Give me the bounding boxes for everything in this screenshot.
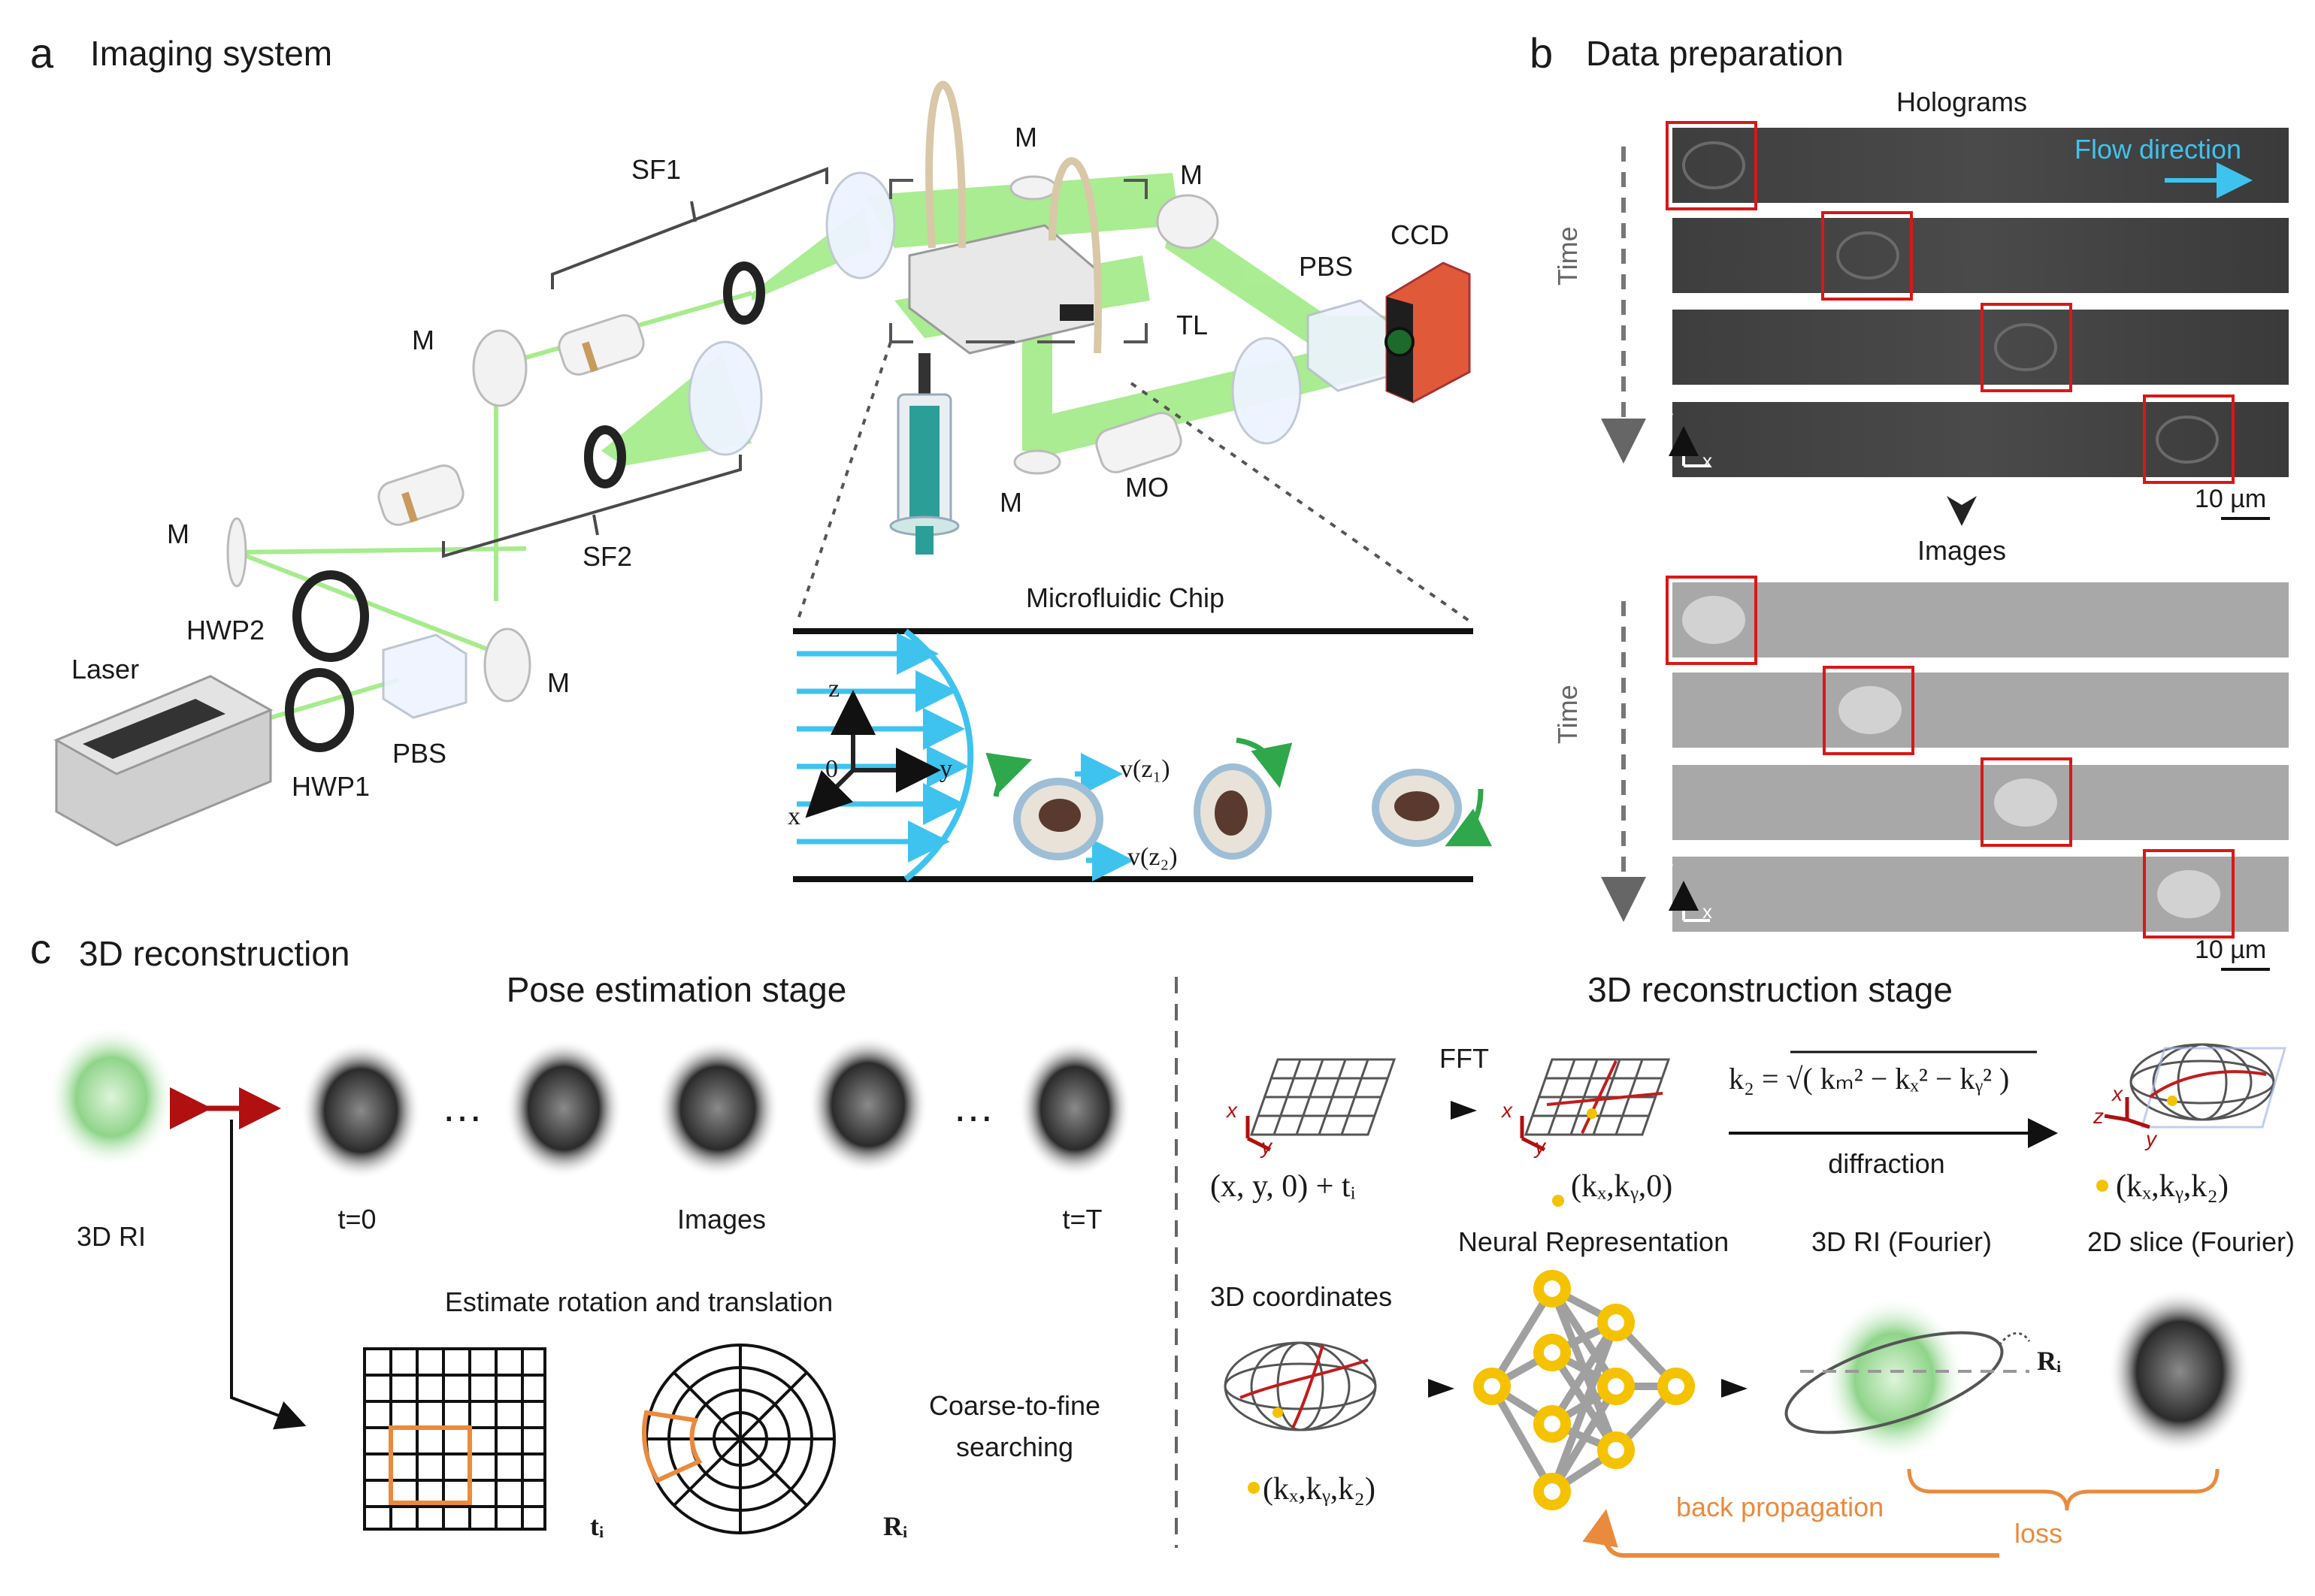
label-tl: TL — [1176, 310, 1209, 340]
holograms-title: Holograms — [1896, 86, 2028, 117]
label-sf1: SF1 — [631, 154, 682, 185]
chip-axis-z: z — [828, 675, 840, 703]
panel-a-title: Imaging system — [90, 34, 333, 73]
grid3-axis-z: z — [2093, 1105, 2104, 1128]
network-node — [1473, 1270, 1695, 1510]
recon-fft-label: FFT — [1439, 1043, 1489, 1074]
recon-kz-equation: k₂ = √( kₘ² − kₓ² − kᵧ² ) — [1729, 1062, 2010, 1096]
label-mirror-5: M — [547, 667, 570, 698]
chip-velocity-2: v(z₂) — [1127, 843, 1178, 871]
panel-c-letter: c — [30, 925, 51, 972]
image-axis-x: x — [1702, 900, 1712, 923]
chip-axis-y: y — [940, 755, 952, 783]
label-ccd: CCD — [1391, 219, 1449, 250]
recon-kxky0-label: (kₓ,kᵧ,0) — [1571, 1169, 1673, 1204]
pose-ellipsis-2: … — [952, 1083, 994, 1130]
grid1-axis-y: y — [1261, 1135, 1272, 1158]
panel-a-letter: a — [30, 29, 54, 77]
laser-icon — [53, 675, 274, 847]
label-mirror-4: M — [167, 518, 189, 549]
mirror-icon — [226, 175, 1219, 703]
ccd-icon — [1384, 261, 1471, 404]
reconstruction-diagram — [1224, 1043, 2286, 1558]
label-hwp1: HWP1 — [292, 771, 371, 802]
pose-stage-title: Pose estimation stage — [506, 970, 847, 1009]
pose-search-line1: Coarse-to-fine — [928, 1390, 1101, 1421]
label-mo: MO — [1125, 472, 1169, 503]
scale-bar-holograms: 10 µm — [2195, 485, 2267, 513]
label-chip: Microfluidic Chip — [1026, 582, 1225, 613]
pose-t0-label: t=0 — [337, 1204, 377, 1235]
pose-ti-label: tᵢ — [590, 1511, 604, 1541]
recon-stage-title: 3D reconstruction stage — [1587, 970, 1953, 1009]
label-mirror-6: M — [1000, 487, 1022, 518]
grid2-axis-x: x — [1502, 1099, 1512, 1122]
label-mirror-3: M — [412, 325, 434, 355]
cell-icon — [1013, 763, 1462, 860]
recon-backprop-label: back propagation — [1676, 1492, 1884, 1522]
holo-axis-x: x — [1702, 449, 1712, 472]
pose-ellipsis-1: … — [441, 1083, 483, 1130]
grid3-axis-y: y — [2146, 1127, 2156, 1150]
label-laser: Laser — [71, 654, 140, 685]
scale-bar-images: 10 µm — [2195, 936, 2267, 964]
pose-tT-label: t=T — [1062, 1204, 1103, 1235]
chip-origin: 0 — [825, 755, 838, 783]
grid2-axis-y: y — [1535, 1135, 1545, 1158]
image-axis-y: y — [1663, 857, 1673, 879]
panel-b-letter: b — [1530, 29, 1554, 77]
label-hwp2: HWP2 — [186, 615, 265, 645]
recon-slice-fourier-label: 2D slice (Fourier) — [2087, 1226, 2295, 1257]
label-mirror-2: M — [1180, 159, 1203, 190]
label-mirror-1: M — [1015, 122, 1037, 153]
panel-c-title: 3D reconstruction — [79, 934, 350, 973]
recon-kxkykz-label: (kₓ,kᵧ,k₂) — [2116, 1169, 2229, 1204]
chip-velocity-1: v(z₁) — [1120, 755, 1170, 783]
holo-axis-y: y — [1663, 406, 1673, 428]
recon-Ri-label: Rᵢ — [2037, 1346, 2062, 1376]
chip-axis-x: x — [788, 803, 800, 830]
time-label-images: Time — [1552, 685, 1583, 744]
hologram-strips — [1666, 121, 2289, 484]
grid1-axis-x: x — [1227, 1099, 1237, 1122]
pose-estimation — [47, 1026, 1131, 1534]
panel-b-title: Data preparation — [1586, 34, 1844, 73]
recon-diffraction-label: diffraction — [1828, 1148, 1945, 1179]
pose-estimate-label: Estimate rotation and translation — [444, 1286, 834, 1317]
label-pbs-2: PBS — [1299, 251, 1354, 282]
syringe-icon — [889, 353, 960, 555]
recon-neural-label: Neural Representation — [1457, 1226, 1729, 1257]
pose-ri-label: 3D RI — [76, 1221, 147, 1252]
recon-xy0-label: (x, y, 0) + tᵢ — [1210, 1169, 1356, 1204]
pose-Ri-label: Rᵢ — [883, 1511, 908, 1541]
time-label-holograms: Time — [1552, 226, 1583, 286]
recon-coords-label: 3D coordinates — [1210, 1281, 1393, 1312]
flow-direction-label: Flow direction — [2074, 134, 2242, 165]
recon-ri-fourier-label: 3D RI (Fourier) — [1811, 1226, 1993, 1257]
optical-setup — [53, 80, 1475, 847]
recon-loss-label: loss — [2014, 1518, 2063, 1549]
label-pbs-1: PBS — [392, 738, 447, 769]
pose-images-label: Images — [676, 1204, 767, 1235]
recon-kxkykz2-label: (kₓ,kᵧ,k₂) — [1263, 1472, 1375, 1507]
pose-search-line2: searching — [955, 1431, 1074, 1462]
grid3-axis-x: x — [2112, 1082, 2123, 1105]
microfluidic-chip — [793, 628, 1493, 882]
stage-icon — [908, 80, 1102, 355]
images-title: Images — [1917, 535, 2007, 566]
image-strips — [1666, 576, 2289, 939]
label-sf2: SF2 — [583, 541, 633, 572]
